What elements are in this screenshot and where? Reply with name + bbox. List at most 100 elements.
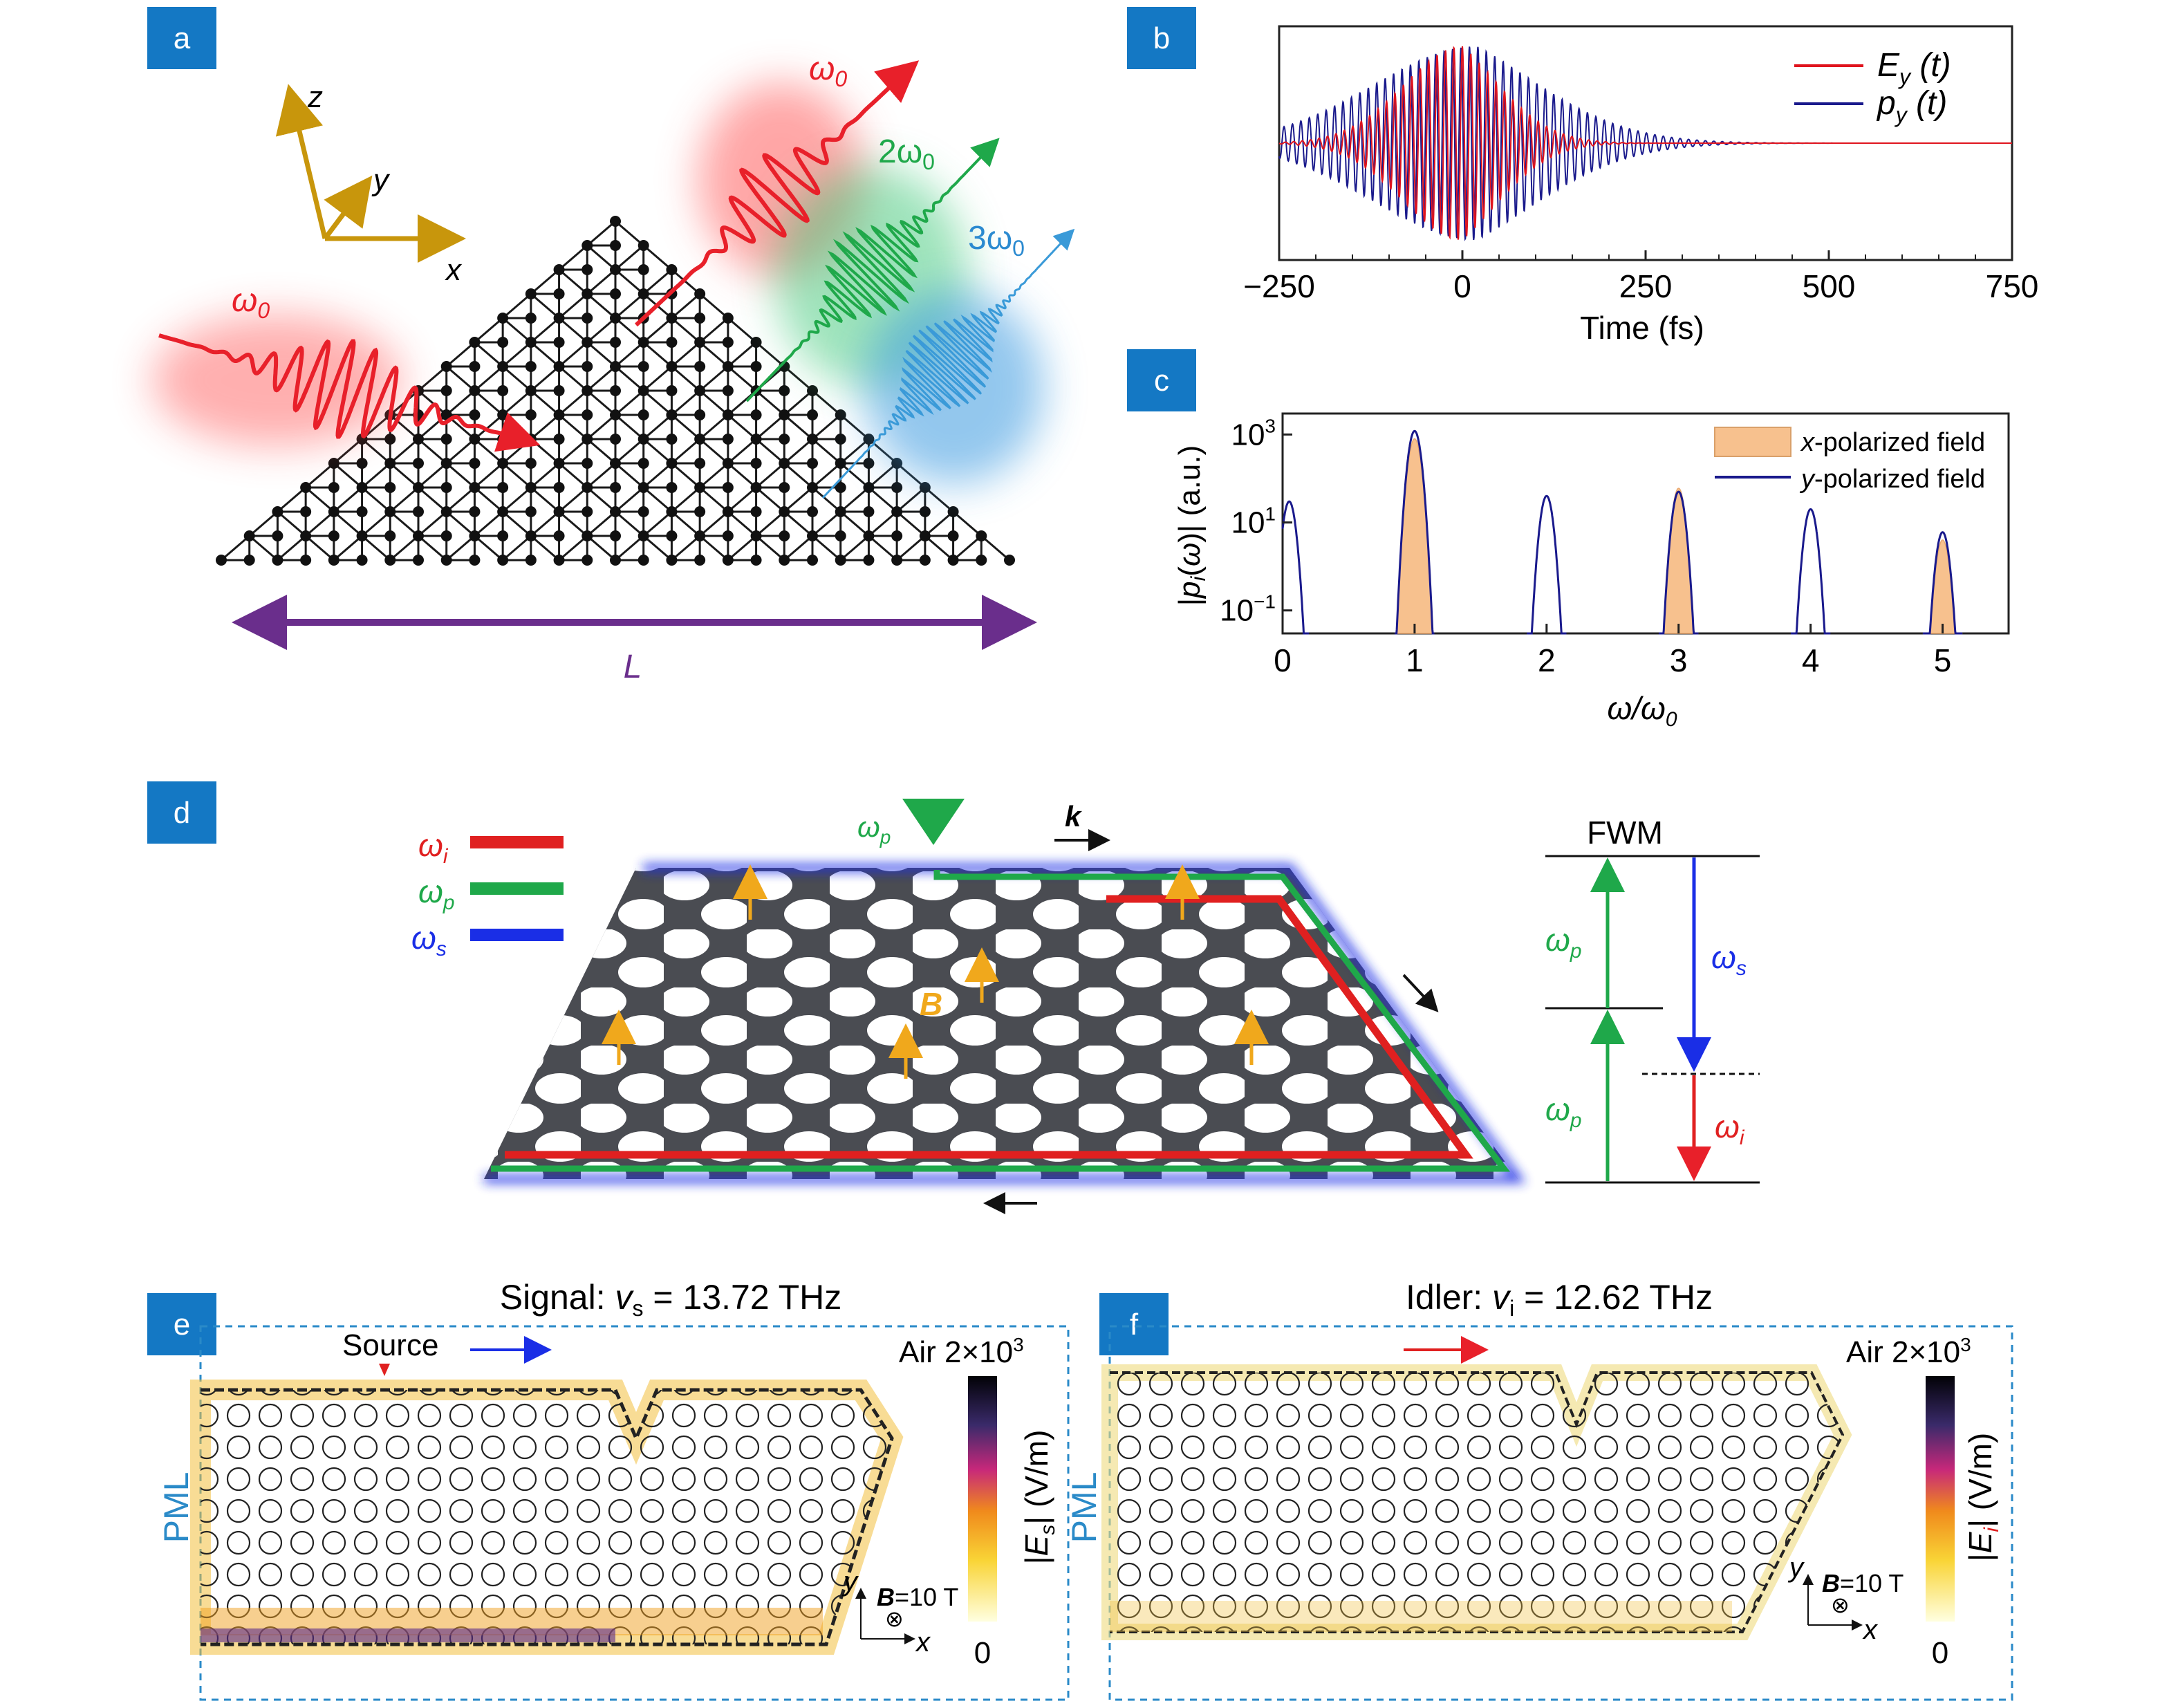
colorbar-f xyxy=(1926,1376,1955,1622)
tick-label-c: 1 xyxy=(1406,642,1424,678)
panel-f: f Idler: vi = 12.62 THz PML Air 2×103 0 … xyxy=(1065,1278,2013,1701)
panel-a-badge xyxy=(147,7,216,69)
tick-label-c: 2 xyxy=(1538,642,1556,678)
tick-label-c: 0 xyxy=(1274,642,1292,678)
plot-c-traces xyxy=(1281,429,1963,635)
panel-c-badge xyxy=(1127,349,1196,411)
panel-f-title: Idler: vi = 12.62 THz xyxy=(1406,1278,1713,1321)
panel-d-label: d xyxy=(174,796,190,830)
legend-xpol: x-polarized field xyxy=(1800,428,1985,457)
peak-ypol xyxy=(1281,500,1310,635)
legend-py: py (t) xyxy=(1876,85,1947,127)
tick-label-c: 3 xyxy=(1670,642,1688,678)
edge-direction-arrow-right xyxy=(1402,974,1439,1012)
ytick-label-c: 103 xyxy=(1231,415,1276,452)
pump-edge-channel xyxy=(491,870,1511,1172)
legend-ey: Ey (t) xyxy=(1877,47,1951,89)
peak-ypol xyxy=(1659,490,1699,635)
tick-label-b: 750 xyxy=(1986,268,2039,304)
pml-label-e: PML xyxy=(157,1472,196,1543)
two-omega-wavepacket xyxy=(745,138,1000,402)
b-label: B xyxy=(920,986,942,1022)
cbar-min-f: 0 xyxy=(1932,1636,1948,1670)
legend-wp: ωp xyxy=(418,873,455,914)
legend-wi: ωi xyxy=(418,827,449,868)
panel-e-label: e xyxy=(174,1308,190,1342)
cbar-air-f: Air 2×103 xyxy=(1846,1334,1971,1369)
legend-ws: ωs xyxy=(411,920,447,960)
svg-text:x: x xyxy=(1862,1615,1879,1645)
tick-label-c: 5 xyxy=(1934,642,1952,678)
hole-array-e xyxy=(201,1390,892,1644)
svg-text:y: y xyxy=(841,1566,859,1597)
panel-c-label: c xyxy=(1154,364,1169,398)
panel-b-label: b xyxy=(1153,21,1170,55)
peak-ypol xyxy=(1922,531,1963,635)
structure-edge-f xyxy=(1110,1371,1845,1633)
panel-b-badge xyxy=(1127,7,1196,69)
fwm-wi: ωi xyxy=(1715,1108,1745,1149)
axes-inset-f: y x B=10 T ⊗ xyxy=(1787,1552,1904,1645)
incident-wavepacket xyxy=(158,333,541,452)
source-marker-icon xyxy=(379,1364,390,1376)
legend-xpol-swatch xyxy=(1714,427,1791,457)
field-edge-f xyxy=(1110,1601,1732,1632)
three-omega-label: 3ω0 xyxy=(968,220,1025,261)
field-hot-edge-e xyxy=(201,1628,615,1642)
into-page-icon: ⊗ xyxy=(1831,1593,1850,1617)
svg-text:y: y xyxy=(1787,1552,1805,1583)
magnetic-field-arrows xyxy=(602,864,1269,1079)
cbar-air-e: Air 2×103 xyxy=(899,1334,1024,1369)
panel-d: d ωi ωp ωs B ωp k FWM xyxy=(147,781,1760,1214)
panel-e: e Signal: vs = 13.72 THz PML Source Air … xyxy=(147,1278,1070,1701)
signal-edge-channel xyxy=(484,864,1526,1183)
svg-text:x: x xyxy=(915,1627,931,1658)
idler-edge-channel xyxy=(505,895,1473,1159)
k-label: k xyxy=(1065,800,1083,833)
tick-label-c: 4 xyxy=(1802,642,1820,678)
panel-a-label: a xyxy=(174,21,191,55)
hole-array-f xyxy=(1110,1373,1843,1632)
into-page-icon: ⊗ xyxy=(885,1606,904,1631)
pump-label: ωp xyxy=(857,810,891,848)
pump-source-icon xyxy=(902,799,965,845)
ytick-label-c: 101 xyxy=(1231,503,1276,540)
plot-b-xlabel: Time (fs) xyxy=(1580,310,1704,346)
axes-triad: z y x xyxy=(275,80,466,287)
source-label: Source xyxy=(342,1328,438,1362)
plot-c-xlabel: ω/ω0 xyxy=(1607,690,1677,731)
svg-text:B=10 T: B=10 T xyxy=(1822,1569,1904,1597)
fwm-title: FWM xyxy=(1587,815,1663,851)
peak-ypol xyxy=(1791,508,1831,635)
fwm-diagram: FWM ωp ωp ωs ωi xyxy=(1545,815,1760,1184)
omega0-wavepacket xyxy=(635,60,920,327)
legend-ypol: y-polarized field xyxy=(1799,465,1985,494)
tick-label-b: 250 xyxy=(1619,268,1673,304)
trace-ey xyxy=(1278,46,2012,240)
plot-b-traces xyxy=(1278,46,2012,241)
axis-x-label: x xyxy=(445,253,463,287)
colorbar-e xyxy=(968,1376,997,1622)
svg-text:B=10 T: B=10 T xyxy=(877,1583,958,1611)
peak-ypol xyxy=(1395,429,1435,635)
tick-label-b: 0 xyxy=(1453,268,1471,304)
panel-a: a z y x ω0 ω0 2ω0 3ω0 L xyxy=(147,7,1075,685)
panel-e-title: Signal: vs = 13.72 THz xyxy=(500,1278,842,1321)
omega0-in-label: ω0 xyxy=(232,282,270,323)
length-label: L xyxy=(624,649,642,685)
cbar-label-f: |Ei| (V/m) xyxy=(1962,1433,2003,1561)
axis-z-label: z xyxy=(307,80,323,114)
axes-inset-e: y x B=10 T ⊗ xyxy=(841,1566,958,1658)
tick-label-b: 500 xyxy=(1803,268,1856,304)
fwm-wp-lower: ωp xyxy=(1545,1091,1582,1132)
axis-y-label: y xyxy=(371,163,391,197)
panel-f-label: f xyxy=(1130,1308,1139,1342)
plot-c-ylabel: |pi(ω)| (a.u.) xyxy=(1173,445,1210,606)
pml-label-f: PML xyxy=(1065,1472,1104,1543)
cbar-min-e: 0 xyxy=(974,1636,991,1670)
